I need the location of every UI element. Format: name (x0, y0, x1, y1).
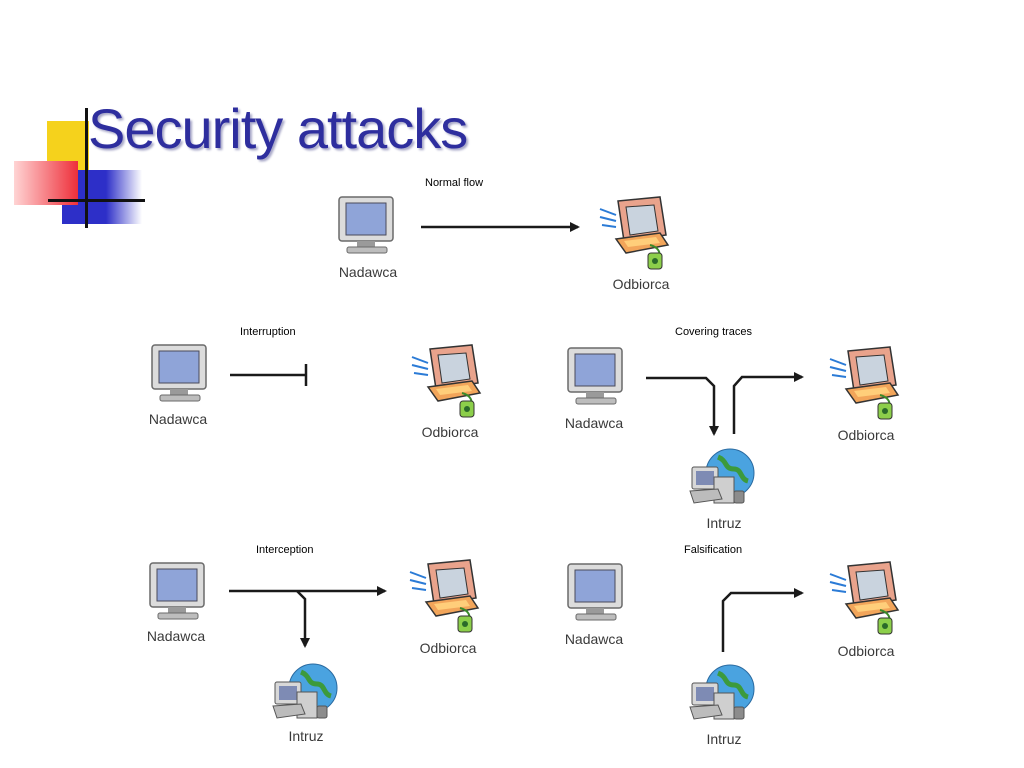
arrow-interception-branch (296, 590, 310, 648)
intruder-label: Intruz (706, 731, 742, 747)
caption-falsification: Falsification (684, 544, 743, 556)
receiver-label: Odbiorca (421, 424, 479, 440)
deco-horizontal-line (48, 199, 145, 202)
receiver-computer-icon (829, 561, 900, 635)
sender-label: Nadawca (146, 628, 206, 644)
receiver-computer-icon (829, 346, 900, 420)
caption-normal-flow: Normal flow (425, 177, 484, 189)
sender-label: Nadawca (148, 411, 208, 427)
caption-interruption: Interruption (240, 326, 296, 338)
intruder-label: Intruz (288, 728, 324, 744)
sender-label: Nadawca (564, 631, 624, 647)
monitor-icon (149, 562, 205, 620)
deco-vertical-line (85, 108, 88, 228)
monitor-icon (567, 347, 623, 405)
slide-title: Security attacks (88, 97, 468, 160)
intruder-globe-computer-icon (272, 663, 338, 719)
receiver-label: Odbiorca (837, 427, 895, 443)
receiver-label: Odbiorca (837, 643, 895, 659)
arrow-falsification (721, 588, 804, 652)
intruder-globe-computer-icon (689, 664, 755, 720)
receiver-computer-icon (599, 196, 670, 270)
arrow-covering-out (732, 372, 804, 434)
intruder-globe-computer-icon (689, 448, 755, 504)
receiver-label: Odbiorca (419, 640, 477, 656)
caption-interception: Interception (256, 544, 314, 556)
monitor-icon (151, 344, 207, 402)
receiver-computer-icon (411, 344, 482, 418)
receiver-computer-icon (409, 559, 480, 633)
sender-label: Nadawca (564, 415, 624, 431)
receiver-label: Odbiorca (612, 276, 670, 292)
intruder-label: Intruz (706, 515, 742, 531)
monitor-icon (338, 196, 394, 254)
monitor-icon (567, 563, 623, 621)
arrow-covering-in (646, 376, 719, 436)
deco-red-square (14, 161, 78, 205)
caption-covering-traces: Covering traces (675, 326, 753, 338)
sender-label: Nadawca (338, 264, 398, 280)
